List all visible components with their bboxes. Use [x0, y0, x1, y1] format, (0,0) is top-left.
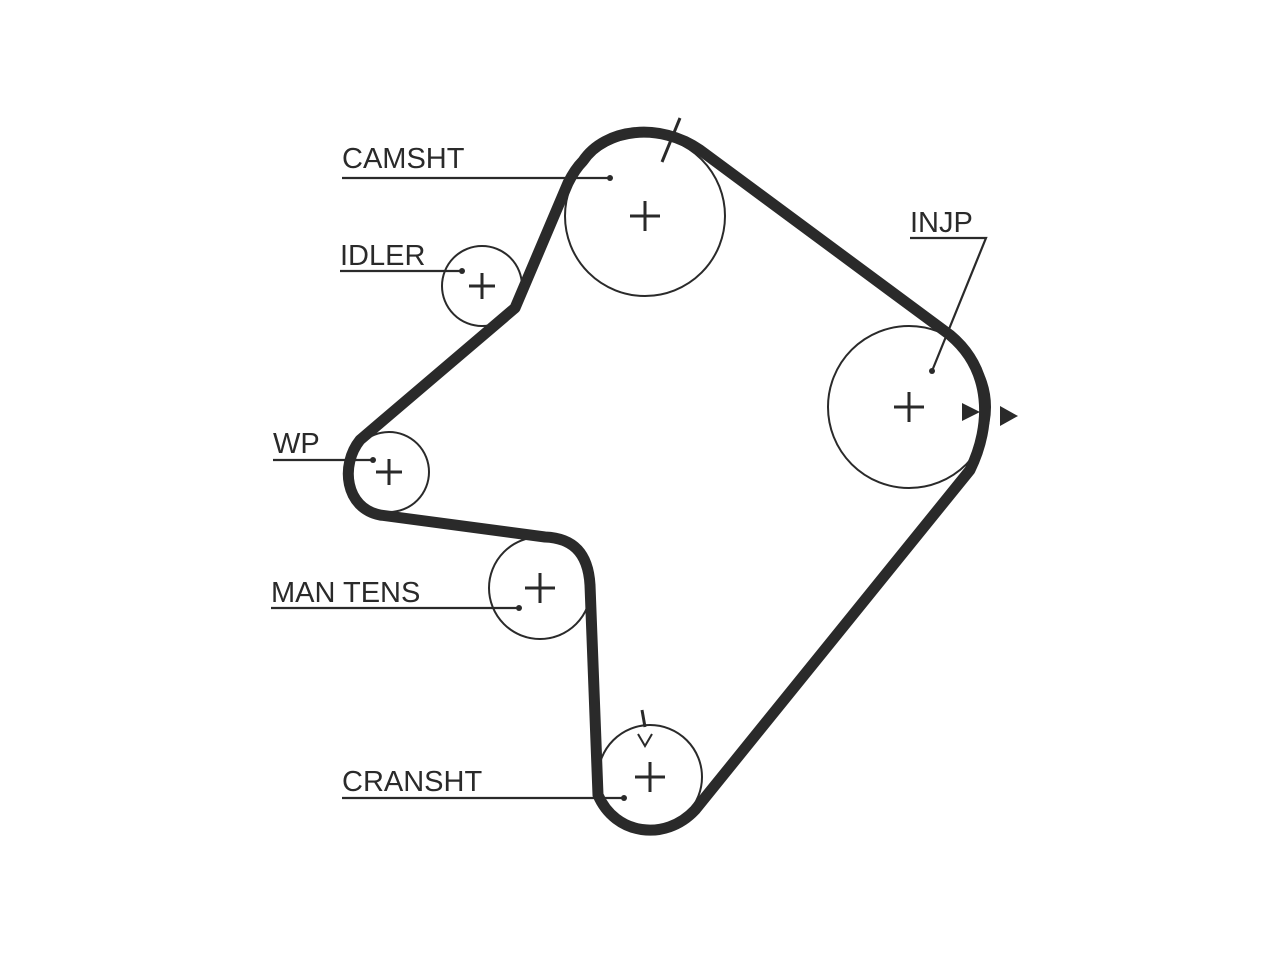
cransht-timing-arrow: [637, 733, 653, 748]
injp-leader: [910, 236, 988, 372]
camsht-label: CAMSHT: [342, 143, 465, 175]
injp-timing-arrow-right: [1000, 406, 1018, 426]
wp-label: WP: [273, 428, 320, 460]
timing-belt: [342, 126, 990, 836]
cransht-timing-mark: [640, 709, 647, 728]
cransht-label: CRANSHT: [342, 766, 482, 798]
injp-timing-arrow-left: [962, 403, 980, 421]
camsht-timing-mark: [660, 117, 682, 163]
injp-label: INJP: [910, 207, 973, 239]
man-tens-label: MAN TENS: [271, 577, 420, 609]
idler-label: IDLER: [340, 240, 425, 272]
